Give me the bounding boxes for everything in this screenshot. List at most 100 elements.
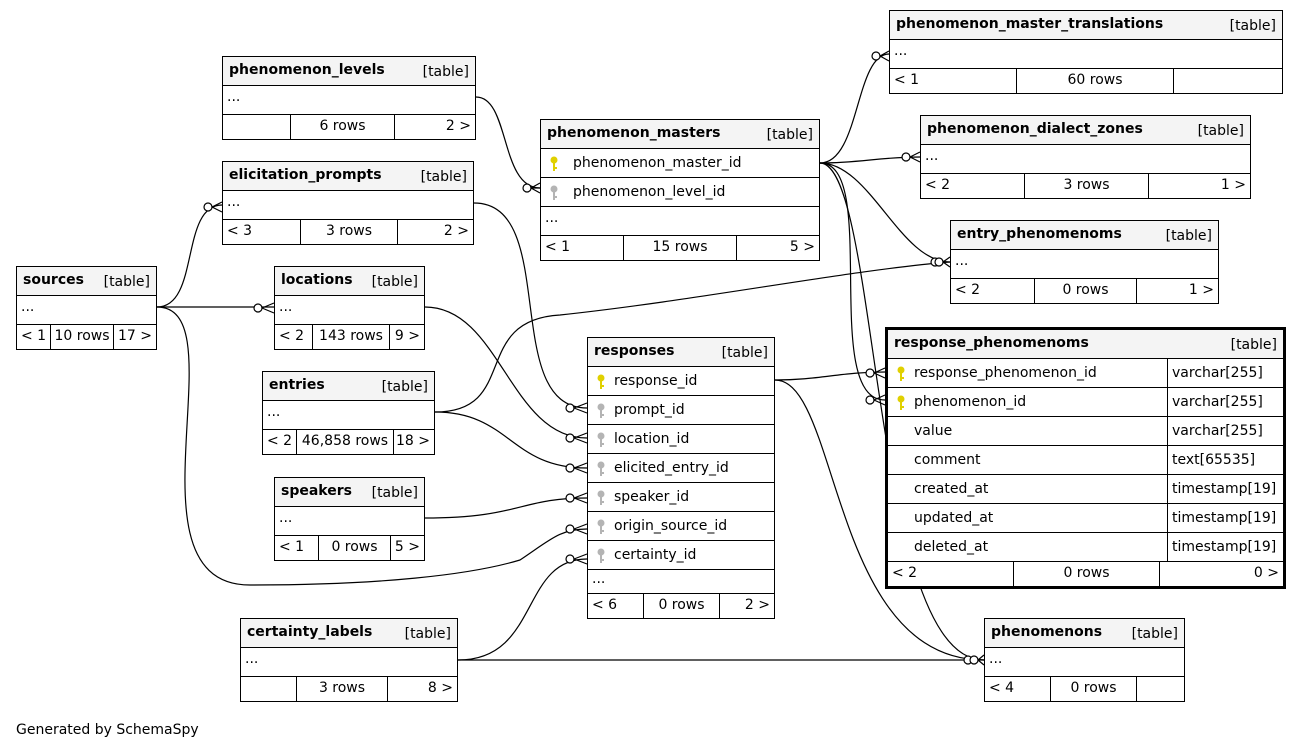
table-phenomenon-masters[interactable]: phenomenon_masters[table] phenomenon_mas…	[540, 119, 820, 261]
column-name: location_id	[614, 431, 690, 447]
table-phenomenons[interactable]: phenomenons[table] ... < 4 0 rows	[984, 618, 1185, 702]
foreign-key-icon	[597, 403, 605, 418]
table-name: phenomenon_levels	[229, 62, 385, 78]
table-phenomenon-dialect-zones[interactable]: phenomenon_dialect_zones[table] ... < 2 …	[920, 115, 1251, 199]
ellipsis-text: ...	[592, 571, 606, 587]
row-count: 3 rows	[1024, 174, 1149, 198]
children-count: 0 >	[1253, 565, 1279, 581]
table-phenomenon-master-translations[interactable]: phenomenon_master_translations[table] ..…	[889, 10, 1283, 94]
edge-masters-phenomenons	[819, 162, 985, 661]
column-row: elicited_entry_id	[588, 454, 774, 483]
table-header: entry_phenomenoms[table]	[951, 221, 1218, 250]
table-footer: < 2 143 rows 9 >	[275, 325, 424, 349]
ellipsis-text: ...	[21, 299, 35, 315]
children-count: 1 >	[1220, 177, 1246, 193]
table-name: responses	[594, 343, 675, 359]
table-header: response_phenomenoms[table]	[888, 330, 1283, 359]
edge-masters-entryphen	[819, 162, 951, 263]
table-type: [table]	[404, 626, 451, 642]
parents-count: < 4	[989, 680, 1015, 696]
table-elicitation-prompts[interactable]: elicitation_prompts[table] ... < 3 3 row…	[222, 161, 474, 245]
column-type: text[65535]	[1167, 446, 1283, 474]
columns-ellipsis: ...	[263, 401, 434, 430]
column-name: updated_at	[914, 510, 994, 526]
table-entries[interactable]: entries[table] ... < 2 46,858 rows 18 >	[262, 371, 435, 455]
table-locations[interactable]: locations[table] ... < 2 143 rows 9 >	[274, 266, 425, 350]
column-row: value varchar[255]	[888, 417, 1283, 446]
table-type: [table]	[371, 485, 418, 501]
row-count: 0 rows	[1034, 279, 1137, 303]
table-responses[interactable]: responses[table] response_id prompt_id l…	[587, 337, 775, 619]
edge-certainty-responses	[457, 558, 588, 661]
table-name: locations	[281, 272, 353, 288]
table-header: phenomenon_levels[table]	[223, 57, 475, 86]
columns-ellipsis: ...	[241, 648, 457, 677]
table-header: entries[table]	[263, 372, 434, 401]
column-name: certainty_id	[614, 547, 697, 563]
ellipsis-text: ...	[279, 299, 293, 315]
table-name: phenomenon_dialect_zones	[927, 121, 1143, 137]
table-sources[interactable]: sources[table] ... < 1 10 rows 17 >	[16, 266, 157, 350]
table-type: [table]	[420, 169, 467, 185]
column-row: phenomenon_id varchar[255]	[888, 388, 1283, 417]
column-name: phenomenon_id	[914, 394, 1027, 410]
parents-count: < 1	[21, 328, 47, 344]
table-type: [table]	[1131, 626, 1178, 642]
column-row: certainty_id	[588, 541, 774, 570]
table-type: [table]	[1165, 228, 1212, 244]
primary-key-icon	[597, 374, 605, 389]
row-count: 46,858 rows	[296, 430, 394, 454]
table-speakers[interactable]: speakers[table] ... < 1 0 rows 5 >	[274, 477, 425, 561]
column-name: origin_source_id	[614, 518, 728, 534]
parents-count: < 2	[955, 282, 981, 298]
parents-count: < 2	[892, 565, 918, 581]
edge-responses-phenomenons	[774, 379, 985, 661]
table-header: responses[table]	[588, 338, 774, 367]
column-name: prompt_id	[614, 402, 685, 418]
parents-count: < 2	[267, 433, 293, 449]
parents-count: < 2	[925, 177, 951, 193]
children-count: 2 >	[445, 118, 471, 134]
ellipsis-text: ...	[227, 89, 241, 105]
table-header: phenomenon_master_translations[table]	[890, 11, 1282, 40]
row-count: 15 rows	[623, 236, 737, 260]
columns-ellipsis: ...	[921, 145, 1250, 174]
column-row: updated_at timestamp[19]	[888, 504, 1283, 533]
edge-sources-responses	[156, 306, 588, 586]
edge-prompts-responses	[473, 202, 588, 409]
columns-ellipsis: ...	[17, 296, 156, 325]
edge-masters-respphen	[819, 162, 886, 401]
row-count: 60 rows	[1016, 69, 1174, 93]
row-count: 10 rows	[50, 325, 114, 349]
table-name: speakers	[281, 483, 352, 499]
table-footer: < 4 0 rows	[985, 677, 1184, 701]
primary-key-icon	[550, 156, 558, 171]
table-footer: < 3 3 rows 2 >	[223, 220, 473, 244]
column-row: deleted_at timestamp[19]	[888, 533, 1283, 562]
columns-ellipsis: ...	[985, 648, 1184, 677]
table-phenomenon-levels[interactable]: phenomenon_levels[table] ... 6 rows 2 >	[222, 56, 476, 140]
row-count: 0 rows	[1013, 562, 1160, 586]
parents-count: < 1	[279, 539, 305, 555]
table-footer: < 1 15 rows 5 >	[541, 236, 819, 260]
table-certainty-labels[interactable]: certainty_labels[table] ... 3 rows 8 >	[240, 618, 458, 702]
table-name: phenomenon_masters	[547, 125, 721, 141]
table-entry-phenomenoms[interactable]: entry_phenomenoms[table] ... < 2 0 rows …	[950, 220, 1219, 304]
foreign-key-icon	[597, 432, 605, 447]
children-count: 5 >	[394, 539, 420, 555]
column-type: timestamp[19]	[1167, 533, 1283, 561]
row-count: 0 rows	[318, 536, 391, 560]
column-name: comment	[914, 452, 981, 468]
table-response-phenomenoms[interactable]: response_phenomenoms[table] response_phe…	[885, 327, 1286, 589]
table-header: sources[table]	[17, 267, 156, 296]
column-row: comment text[65535]	[888, 446, 1283, 475]
column-name: phenomenon_level_id	[573, 184, 726, 200]
column-row: created_at timestamp[19]	[888, 475, 1283, 504]
column-type: timestamp[19]	[1167, 475, 1283, 503]
parents-count: < 2	[279, 328, 305, 344]
children-count: 9 >	[394, 328, 420, 344]
columns-ellipsis: ...	[890, 40, 1282, 69]
foreign-key-icon	[597, 461, 605, 476]
column-row: location_id	[588, 425, 774, 454]
